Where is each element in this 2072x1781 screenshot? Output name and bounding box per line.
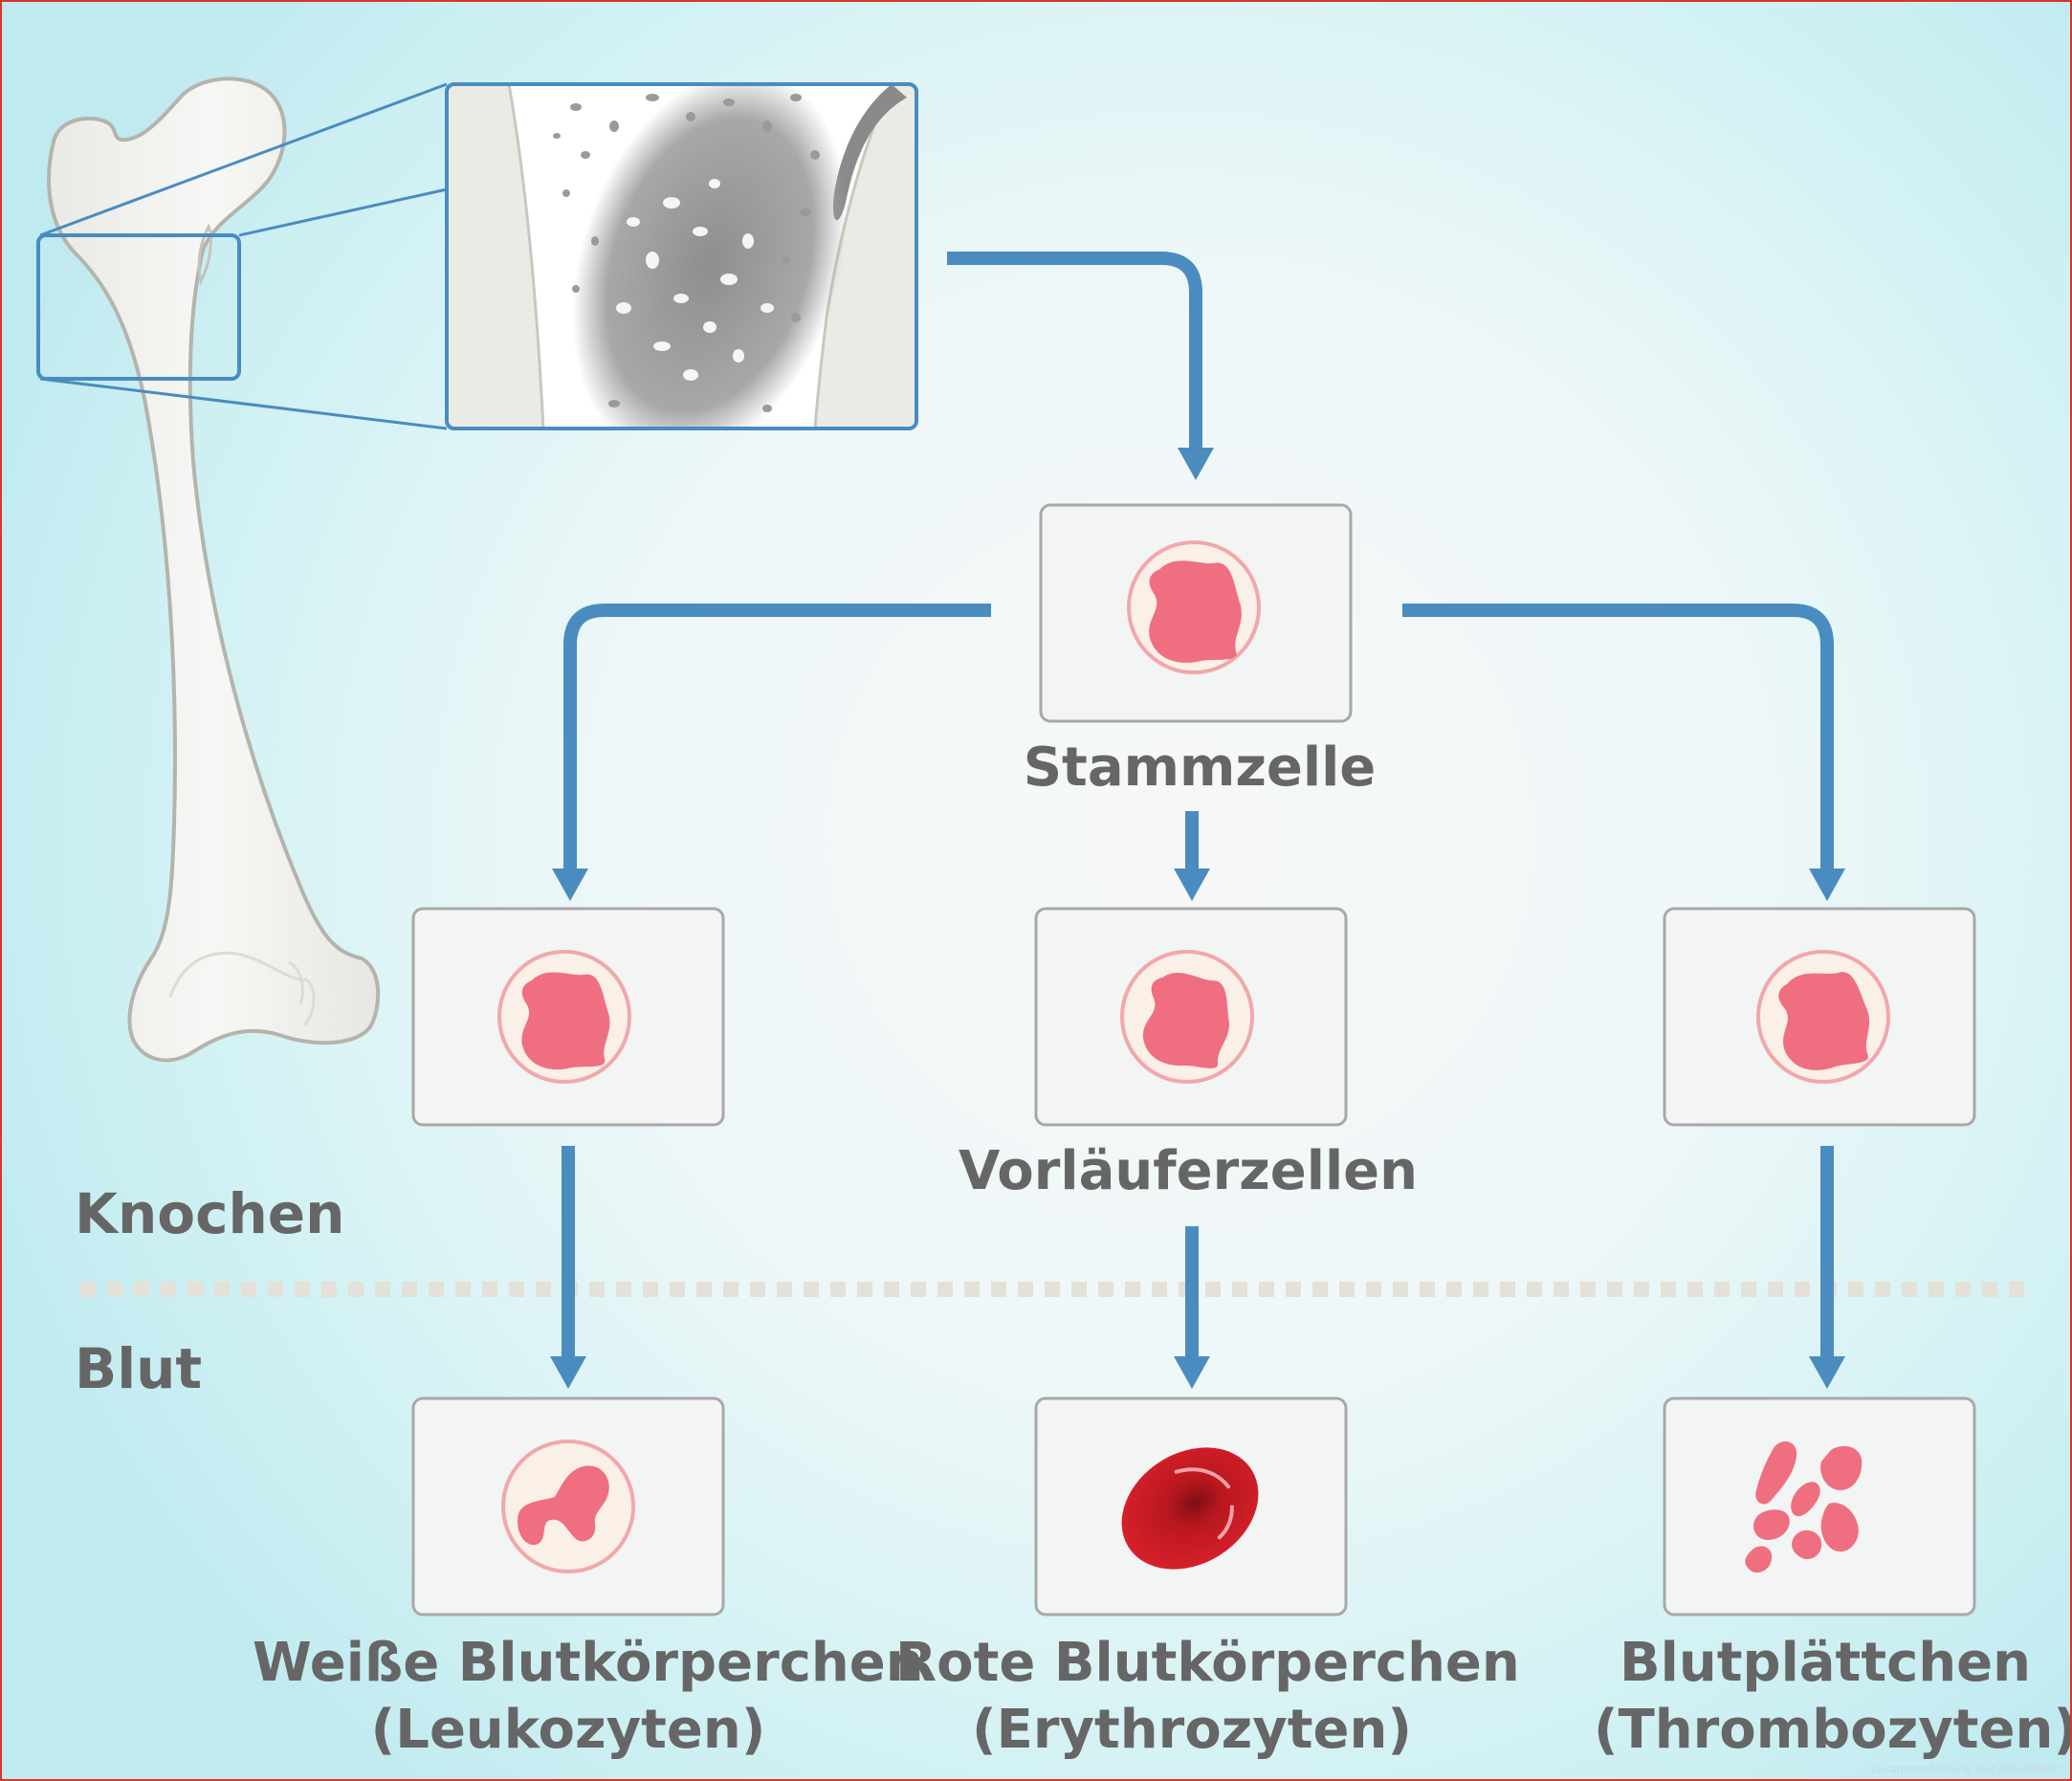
thrombocyte-icon bbox=[1745, 1441, 1863, 1573]
watermark-text: Zusammenfassung Blut Arbeitsblatt bbox=[1870, 1763, 2061, 1775]
blood-label: Blut bbox=[75, 1336, 203, 1401]
platelets-latin-label: (Thrombozyten) bbox=[1594, 1699, 2072, 1761]
platelets-label: Blutplättchen bbox=[1619, 1632, 2032, 1694]
progenitor-cells-label: Vorläuferzellen bbox=[959, 1140, 1418, 1202]
erythrocyte-icon bbox=[1121, 1447, 1259, 1570]
progenitor-cell-icon-middle bbox=[1120, 950, 1254, 1084]
bone-marrow-closeup-icon bbox=[447, 84, 916, 429]
arrow-marrow-to-stem bbox=[947, 252, 1202, 450]
white-cells-label: Weiße Blutkörperchen bbox=[253, 1632, 924, 1694]
zoom-source-box bbox=[36, 233, 241, 381]
leukocyte-icon bbox=[501, 1440, 635, 1573]
red-cells-latin-label: (Erythrozyten) bbox=[971, 1699, 1412, 1761]
zoom-callout bbox=[36, 82, 918, 430]
bone-label: Knochen bbox=[75, 1181, 345, 1246]
cell-boxes bbox=[411, 503, 1976, 1616]
red-cells-label: Rote Blutkörperchen bbox=[895, 1632, 1520, 1694]
arrow-stem-to-left bbox=[563, 604, 991, 870]
stem-cell-label: Stammzelle bbox=[1023, 737, 1377, 799]
femur-bone-icon bbox=[47, 77, 381, 1063]
white-cells-latin-label: (Leukozyten) bbox=[370, 1699, 766, 1761]
progenitor-cell-icon-right bbox=[1756, 950, 1890, 1084]
thrombocyte-box bbox=[1663, 1396, 1976, 1616]
arrow-stem-to-right bbox=[1402, 604, 1834, 870]
progenitor-cell-icon-left bbox=[497, 950, 631, 1084]
flow-arrows bbox=[562, 252, 1834, 1358]
stem-cell-icon bbox=[1127, 540, 1261, 674]
arrow-heads bbox=[550, 448, 1845, 1389]
